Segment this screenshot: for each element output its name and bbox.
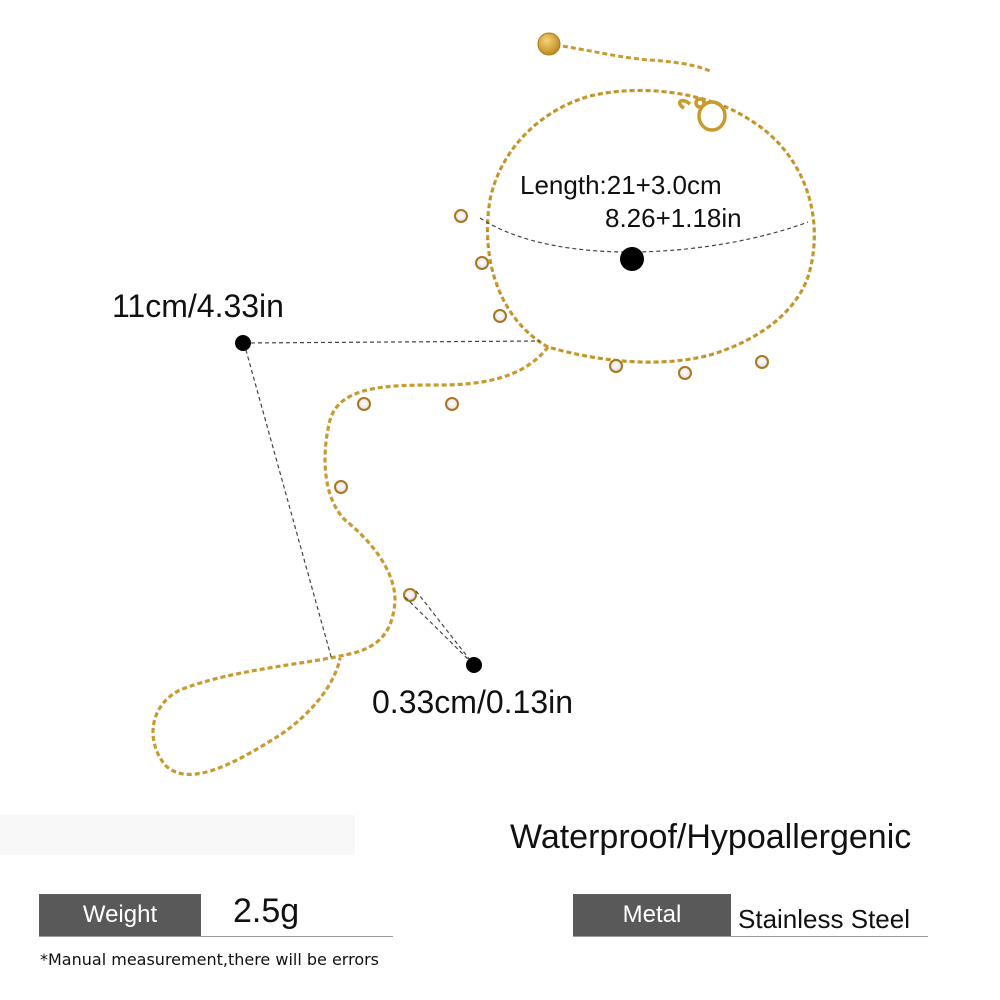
finger-chain-label: 11cm/4.33in bbox=[112, 288, 284, 324]
crystal-charms bbox=[334, 209, 769, 602]
finger-side-line bbox=[243, 342, 333, 661]
weight-underline bbox=[39, 936, 393, 937]
crystal-charm-icon bbox=[755, 355, 769, 369]
measurement-guides bbox=[243, 217, 809, 666]
measurement-dot-icon bbox=[235, 335, 251, 351]
background-smudge bbox=[0, 815, 355, 855]
disclaimer-note: *Manual measurement,there will be errors bbox=[40, 950, 380, 969]
length-arc bbox=[479, 217, 809, 253]
measurement-dot-icon bbox=[620, 247, 644, 271]
charm-line-b bbox=[415, 590, 475, 666]
weight-label-box: Weight bbox=[39, 894, 201, 936]
lobster-clasp-icon bbox=[678, 97, 727, 132]
gold-disc-tag-icon bbox=[537, 32, 561, 56]
measurement-dots bbox=[235, 247, 644, 673]
crystal-charm-icon bbox=[357, 397, 371, 411]
extension-chain bbox=[537, 32, 713, 74]
metal-label-box: Metal bbox=[573, 894, 731, 936]
weight-value: 2.5g bbox=[233, 892, 300, 930]
features-heading: Waterproof/Hypoallergenic bbox=[510, 818, 912, 856]
finger-top-line bbox=[243, 340, 541, 344]
measurement-dot-icon bbox=[466, 657, 482, 673]
crystal-charm-icon bbox=[454, 209, 468, 223]
bracelet-chain bbox=[485, 88, 816, 364]
metal-value: Stainless Steel bbox=[738, 904, 910, 934]
crystal-charm-icon bbox=[678, 366, 692, 380]
charm-line-a bbox=[404, 596, 475, 666]
crystal-charm-icon bbox=[609, 359, 623, 373]
charm-size-label: 0.33cm/0.13in bbox=[372, 684, 574, 720]
weight-label: Weight bbox=[82, 901, 158, 928]
crystal-charm-icon bbox=[403, 588, 417, 602]
finger-chain bbox=[151, 346, 550, 776]
crystal-charm-icon bbox=[493, 309, 507, 323]
length-imperial-label: 8.26+1.18in bbox=[605, 203, 742, 233]
metal-underline bbox=[573, 936, 928, 937]
crystal-charm-icon bbox=[445, 397, 459, 411]
crystal-charm-icon bbox=[475, 256, 489, 270]
metal-label: Metal bbox=[622, 901, 682, 928]
crystal-charm-icon bbox=[334, 480, 348, 494]
length-metric-label: Length:21+3.0cm bbox=[520, 170, 722, 200]
